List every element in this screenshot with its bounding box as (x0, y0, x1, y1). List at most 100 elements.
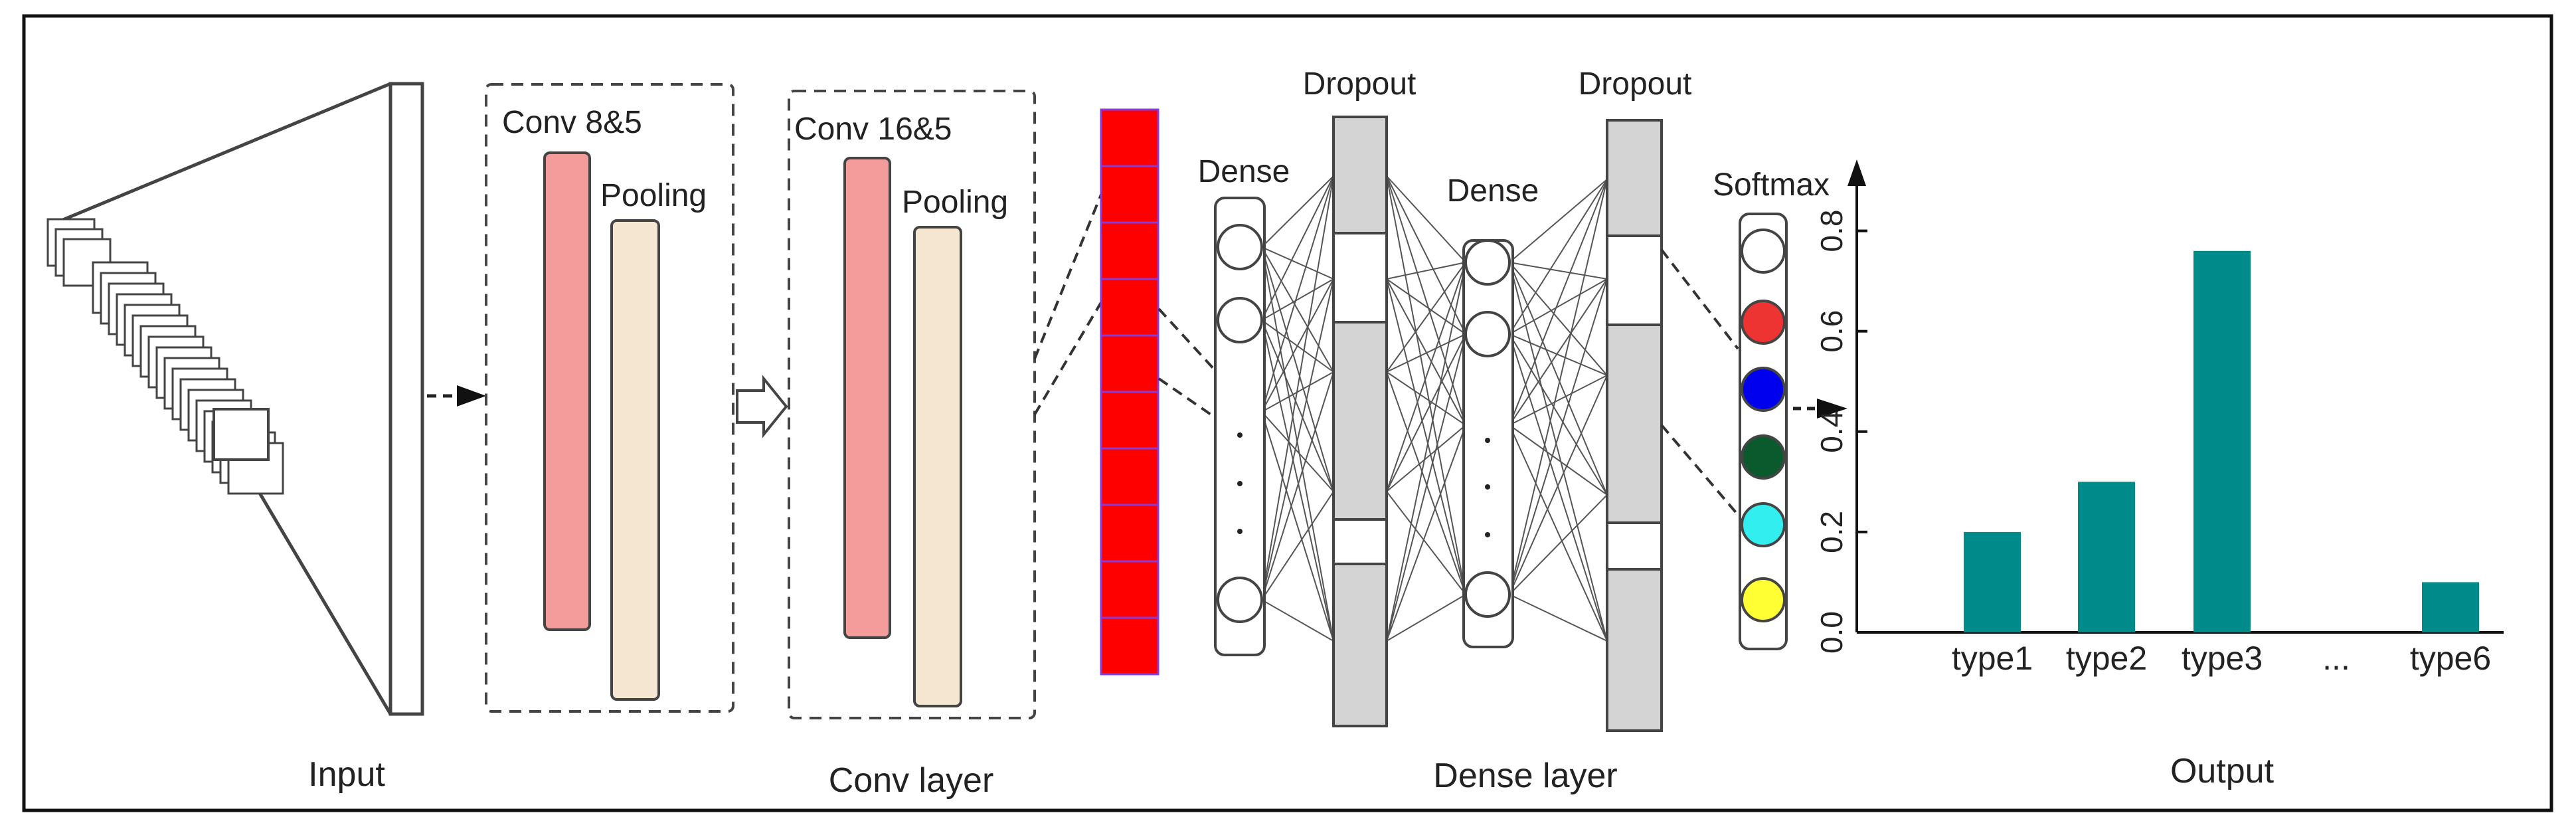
dense-edge (1261, 175, 1334, 248)
flatten-cell (1100, 165, 1159, 224)
flatten-cell (1100, 391, 1159, 450)
dense-edge (1509, 179, 1608, 595)
pooling1-bar (610, 219, 660, 701)
flatten-cell (1100, 616, 1159, 676)
softmax-node (1741, 300, 1786, 345)
dense-edge (1261, 175, 1334, 600)
softmax-node (1741, 502, 1786, 547)
dense1-node (1217, 297, 1263, 343)
dense-edge (1261, 411, 1334, 492)
dropout1-segment (1332, 116, 1388, 234)
dense-edge (1261, 320, 1334, 492)
dense2-ellipsis-dot (1485, 532, 1490, 537)
pooling1-label: Pooling (600, 178, 707, 213)
dropout2-dropped-segment (1606, 234, 1663, 326)
dense-edge (1261, 246, 1334, 492)
dense-edge (1386, 262, 1466, 642)
input-block: Input (46, 82, 486, 794)
dense-edge (1509, 262, 1608, 496)
dense-edge (1509, 375, 1608, 595)
dense2-ellipsis-dot (1485, 438, 1490, 443)
dense-edge (1509, 333, 1608, 496)
dense-edge (1261, 175, 1334, 413)
flatten-layer (1100, 108, 1159, 676)
dense-edge (1261, 599, 1334, 642)
dense-edge (1261, 371, 1334, 600)
dense-edge (1386, 594, 1466, 642)
flatten-cell (1100, 447, 1159, 506)
dense-edge (1386, 333, 1466, 492)
dense1-node (1217, 224, 1263, 270)
dropout2-segment (1606, 119, 1663, 237)
bar (1964, 531, 2021, 632)
dense-edge (1386, 491, 1466, 595)
conv-to-flatten-connector-top (1033, 191, 1104, 359)
y-tick-label: 0.2 (1814, 511, 1849, 553)
dense-connections (1261, 175, 1608, 642)
dense2-node (1464, 571, 1511, 618)
pooling2-label: Pooling (902, 185, 1008, 220)
section-label-conv-layer: Conv layer (829, 761, 994, 800)
x-tick-label: type6 (2410, 640, 2491, 677)
y-tick-label: 0.4 (1814, 411, 1849, 453)
x-tick-label: type3 (2182, 640, 2263, 677)
flatten-cell (1100, 221, 1159, 280)
conv1-bar (543, 151, 591, 631)
dense-edge (1261, 278, 1334, 321)
dense-edge (1509, 594, 1608, 642)
input-funnel-top (60, 82, 391, 223)
dense-edge (1386, 278, 1466, 595)
conv-block-2-frame (788, 90, 1036, 719)
flatten-cell (1100, 560, 1159, 619)
dropout-to-softmax-connector-top (1660, 248, 1739, 350)
softmax-layer: Softmax (1713, 167, 1830, 650)
y-axis-ticks: 0.00.20.40.60.8 (1814, 210, 1867, 654)
dense-edge (1509, 424, 1608, 642)
dense-edge (1261, 371, 1334, 413)
dense-edge (1386, 278, 1466, 426)
conv2-bar (843, 157, 891, 639)
dense-1: Dense (1198, 154, 1290, 656)
conv-block-1: Conv 8&5 Pooling (485, 83, 734, 713)
dense-edge (1386, 175, 1466, 335)
dropout1-segment (1332, 321, 1388, 521)
dense-edge (1509, 262, 1608, 280)
dense2-node (1464, 239, 1511, 286)
dense-edge (1509, 262, 1608, 376)
softmax-node (1741, 434, 1786, 480)
flatten-to-dense-connector-top (1158, 308, 1218, 373)
dense1-label: Dense (1198, 154, 1290, 189)
input-frame-stack (46, 218, 284, 495)
conv-block-2: Conv 16&5 Pooling Conv layer (788, 90, 1036, 800)
dense-edge (1386, 424, 1466, 642)
dense-edge (1509, 494, 1608, 595)
dense-edge (1509, 375, 1608, 426)
dense-edge (1261, 491, 1334, 600)
conv1-label: Conv 8&5 (502, 105, 642, 140)
x-tick-label: ... (2322, 640, 2350, 677)
dropout-2: Dropout (1579, 66, 1691, 732)
bar (2193, 250, 2251, 632)
dense-edge (1509, 333, 1608, 376)
section-label-dense-layer: Dense layer (1433, 757, 1617, 795)
dropout2-segment (1606, 568, 1663, 732)
dense-edge (1386, 262, 1466, 280)
dense-edge (1509, 278, 1608, 426)
dropout1-label: Dropout (1303, 66, 1417, 102)
section-label-output: Output (2170, 752, 2275, 790)
dense-edge (1386, 262, 1466, 373)
conv-block-1-frame (485, 83, 734, 713)
input-vector (388, 82, 424, 716)
dense-edge (1261, 175, 1334, 321)
dense-edge (1386, 333, 1466, 642)
dense-edge (1386, 333, 1466, 373)
dense-edge (1509, 179, 1608, 263)
bar (2078, 482, 2135, 632)
dense-edge (1509, 278, 1608, 595)
chart-bars (1964, 250, 2479, 632)
pooling2-bar (913, 226, 962, 707)
dense-edge (1261, 246, 1334, 373)
